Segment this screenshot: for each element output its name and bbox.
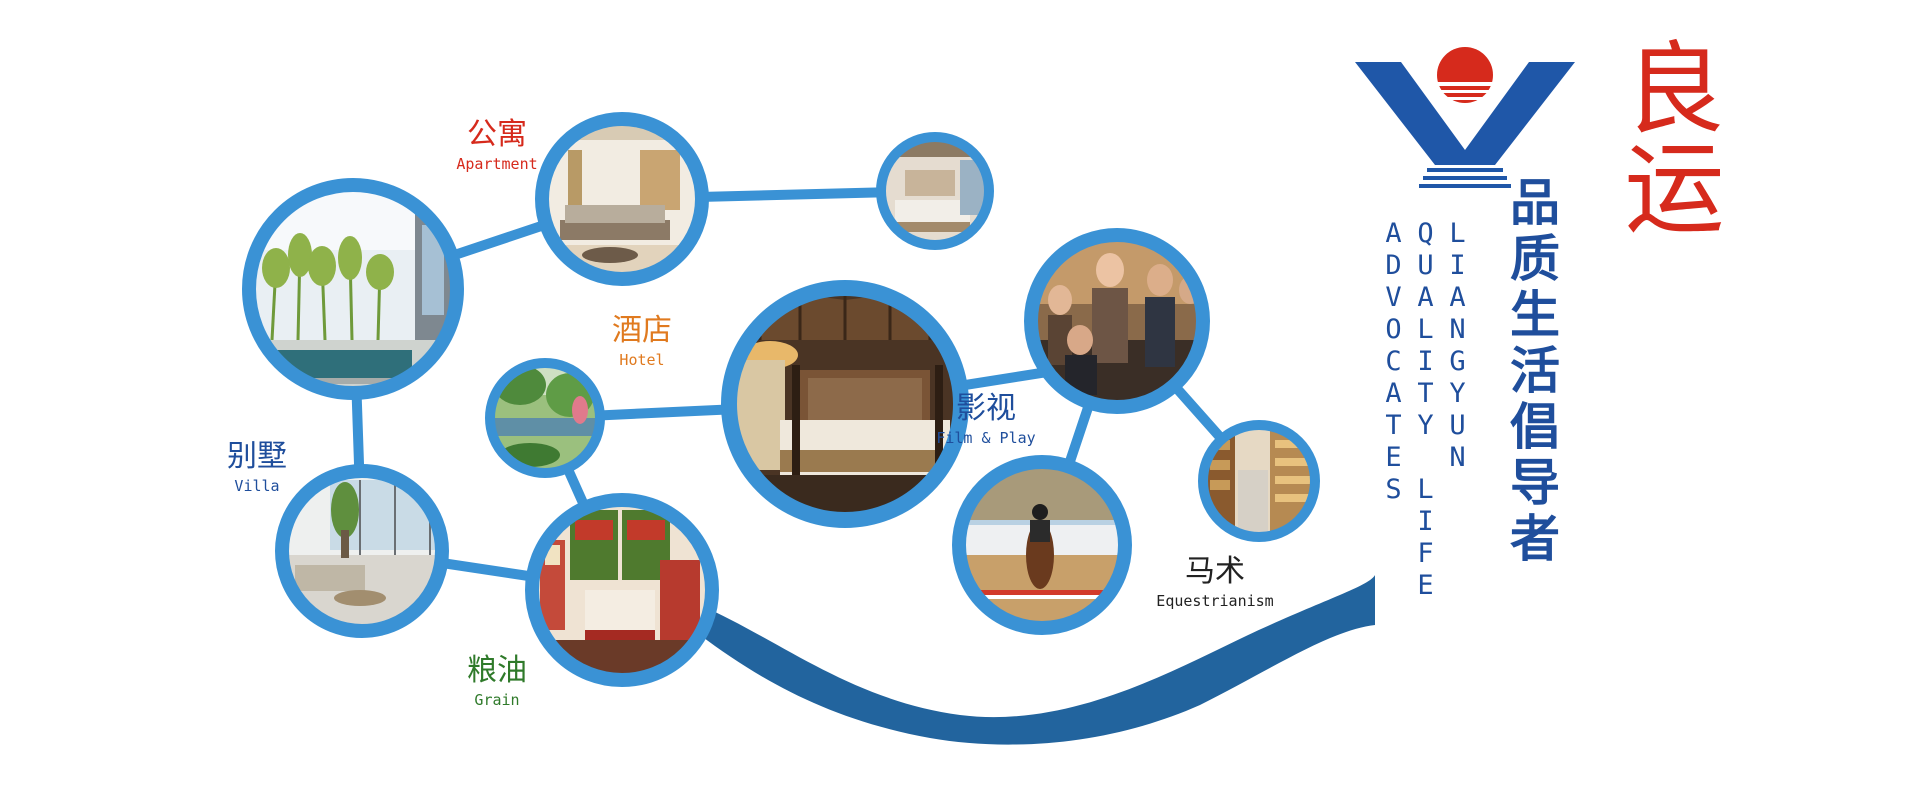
label-grain-cn: 粮油	[467, 653, 527, 688]
label-villa-cn: 别墅	[227, 439, 287, 474]
label-film-cn: 影视	[956, 391, 1016, 426]
label-villa-en: Villa	[234, 477, 280, 495]
label-film: 影视 Film & Play	[936, 392, 1035, 448]
label-grain: 粮油 Grain	[467, 654, 527, 710]
label-equestrian-en: Equestrianism	[1156, 592, 1274, 610]
english-line-advocates: ADVOCATES	[1378, 218, 1409, 506]
label-hotel-cn: 酒店	[612, 313, 672, 348]
english-line-quality-life: QUALITY LIFE	[1410, 218, 1441, 602]
brand-name: 良运	[1607, 36, 1724, 236]
label-equestrian: 马术 Equestrianism	[1156, 555, 1273, 611]
label-villa: 别墅 Villa	[227, 440, 287, 496]
label-equestrian-cn: 马术	[1185, 554, 1245, 589]
chinese-slogan: 品质生活倡导者	[1502, 176, 1561, 568]
label-apartment-en: Apartment	[456, 155, 538, 173]
liangyun-logo	[1355, 47, 1575, 188]
label-hotel-en: Hotel	[619, 351, 665, 369]
label-grain-en: Grain	[474, 691, 520, 709]
label-film-en: Film & Play	[936, 429, 1036, 447]
label-hotel: 酒店 Hotel	[612, 314, 672, 370]
label-apartment-cn: 公寓	[467, 117, 527, 152]
label-apartment: 公寓 Apartment	[456, 118, 537, 174]
english-line-liangyun: LIANGYUN	[1442, 218, 1473, 474]
blue-wave	[700, 575, 1375, 745]
